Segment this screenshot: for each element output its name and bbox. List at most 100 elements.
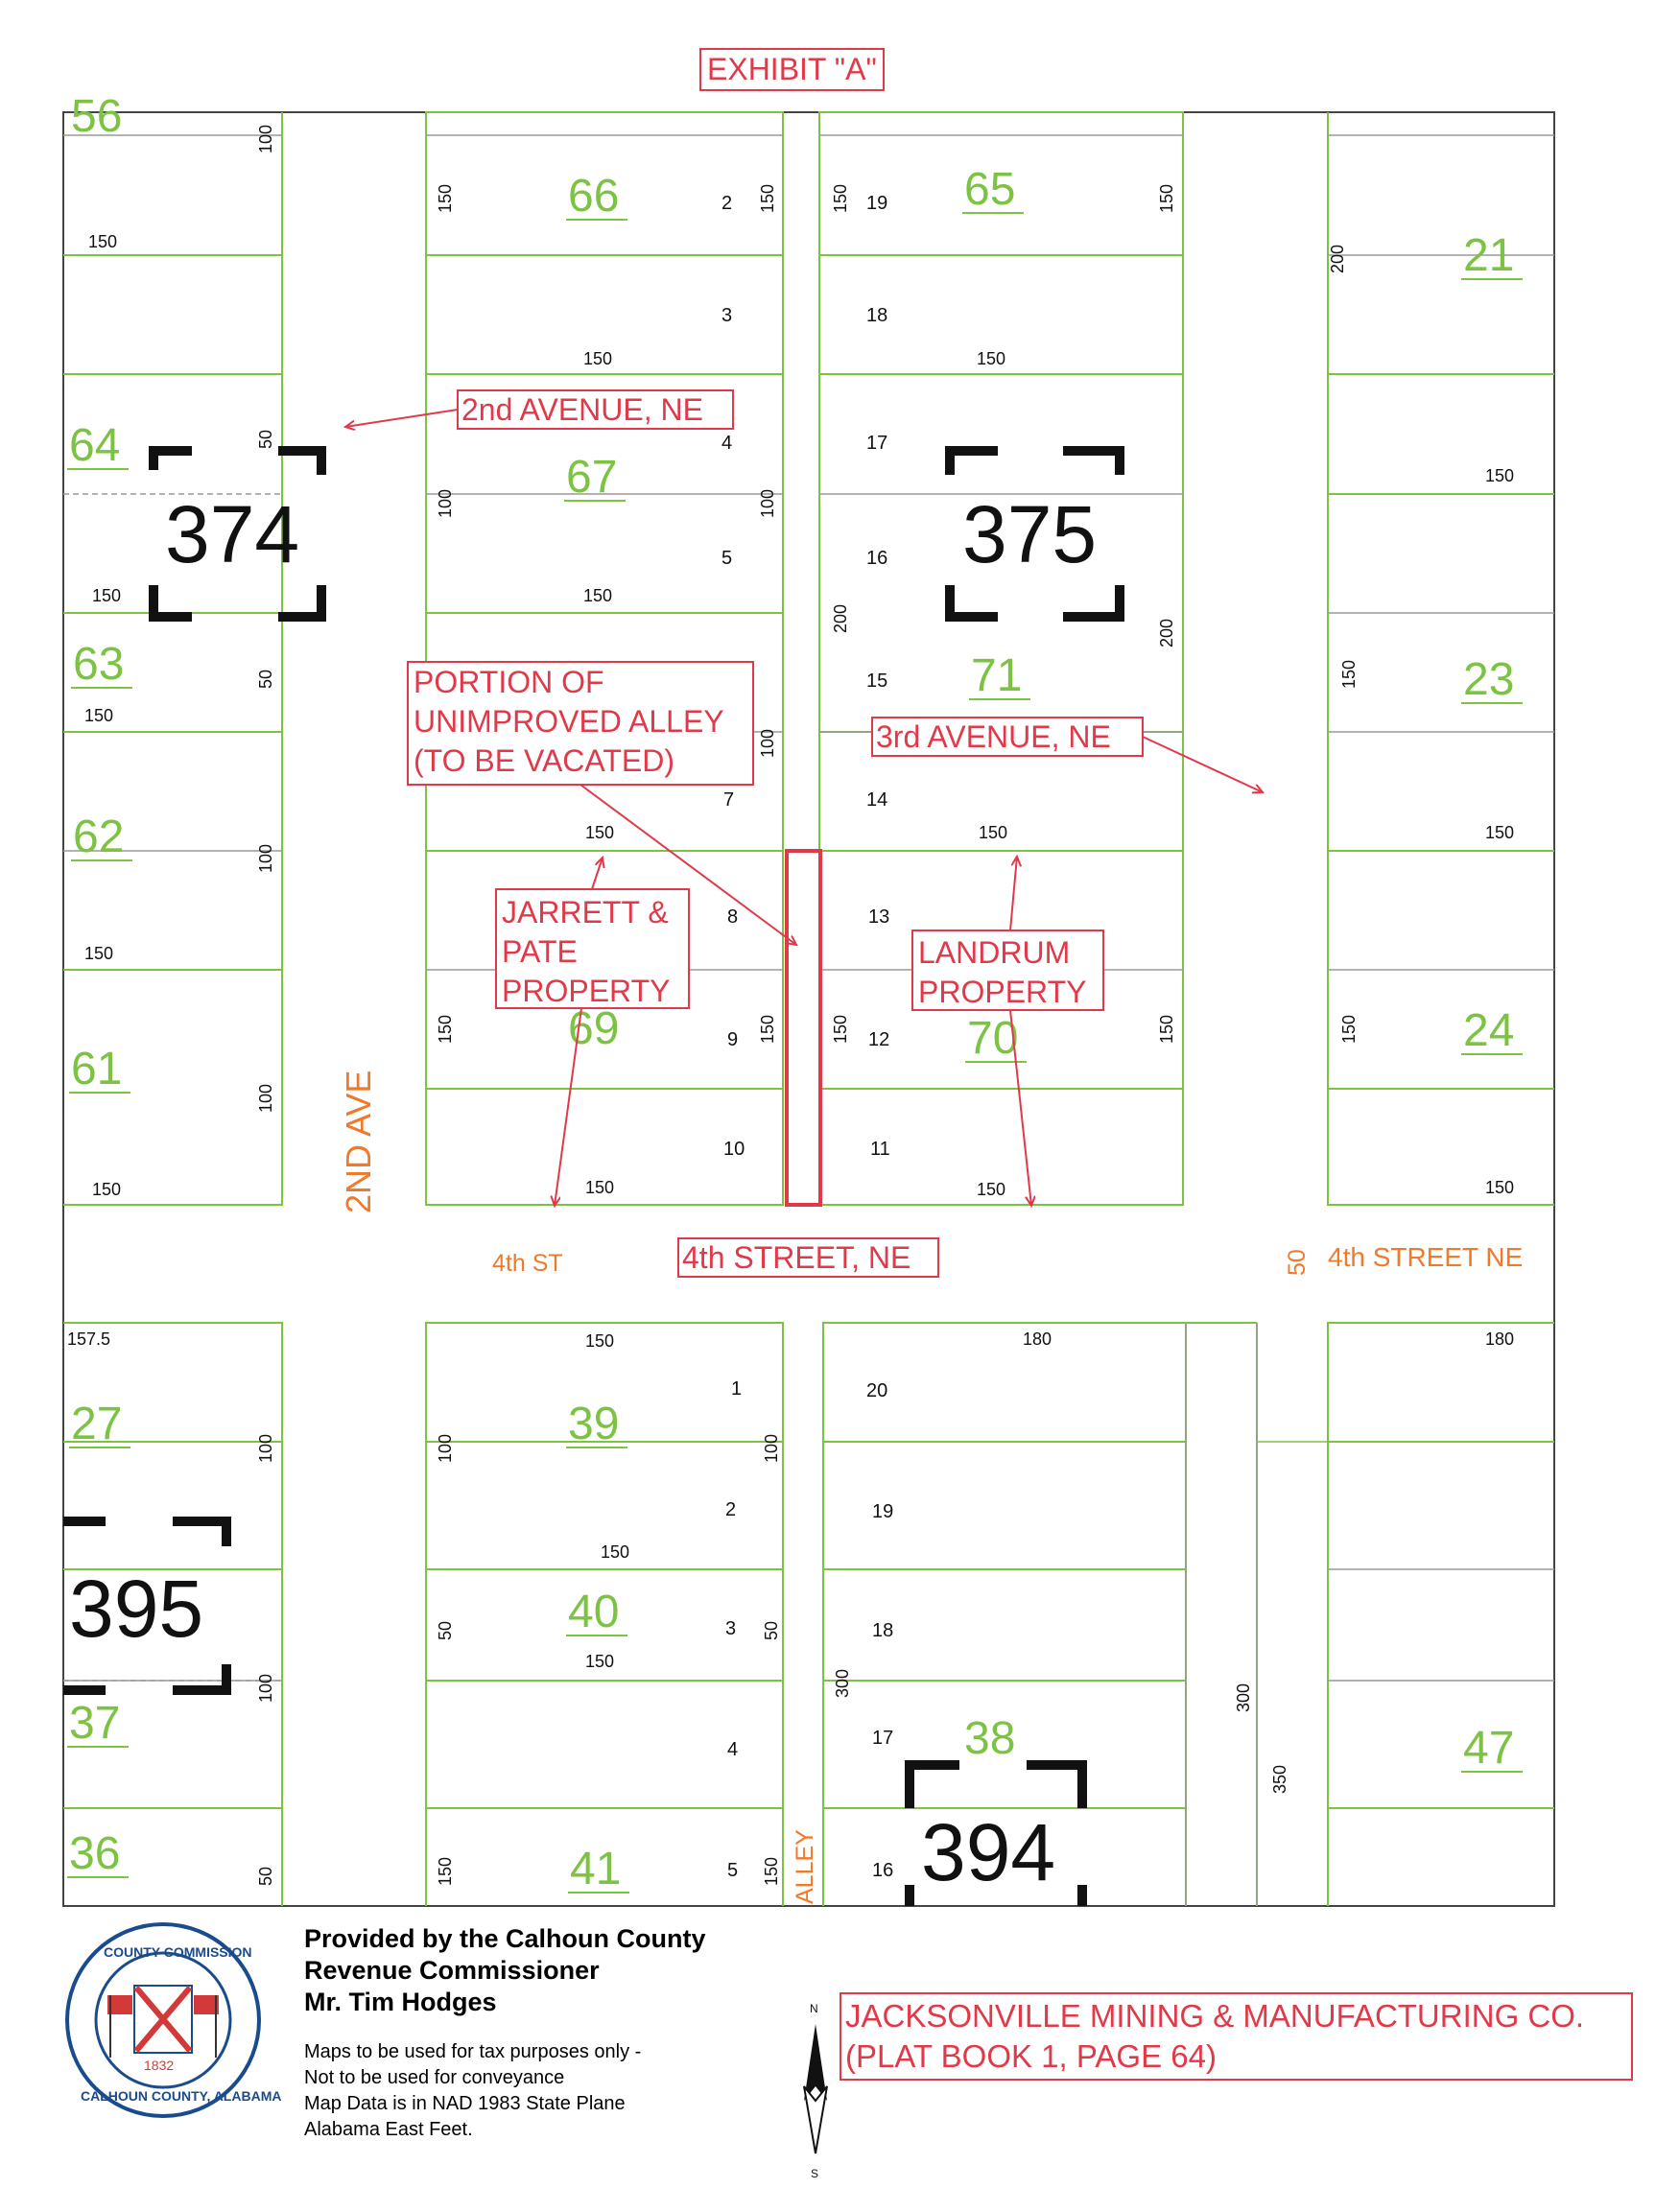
sublot: 2 <box>725 1499 736 1520</box>
block-395: 395 <box>69 1564 203 1654</box>
dim: 150 <box>436 184 455 213</box>
label-alley-line2: UNIMPROVED ALLEY <box>414 704 724 739</box>
vertical-dimensions: 100 150 150 150 150 200 50 100 100 200 2… <box>256 125 1359 1886</box>
lot-70: 70 <box>967 1013 1018 1064</box>
block-numbers: 374 375 395 394 <box>69 489 1097 1897</box>
dim: 100 <box>436 1434 455 1463</box>
lot-21: 21 <box>1463 230 1514 281</box>
seal-year: 1832 <box>144 2058 174 2073</box>
provider-credit: Provided by the Calhoun County Revenue C… <box>304 1923 706 2143</box>
street-50: 50 <box>1284 1249 1311 1276</box>
dim: 100 <box>758 489 777 518</box>
dim: 150 <box>977 1180 1005 1199</box>
north-arrow-icon: N S <box>803 2002 828 2180</box>
dim: 100 <box>256 844 275 873</box>
south-letter: S <box>811 2167 818 2180</box>
lot-lines <box>63 134 1554 1906</box>
dim: 50 <box>436 1621 455 1640</box>
sublot: 13 <box>868 906 889 928</box>
dim: 150 <box>601 1542 629 1562</box>
parcel-lines <box>63 111 1554 1906</box>
county-seal: COUNTY COMMISSION CALHOUN COUNTY, ALABAM… <box>65 1922 281 2118</box>
lot-56: 56 <box>71 91 122 142</box>
sublot: 12 <box>868 1029 889 1050</box>
lot-23: 23 <box>1463 654 1514 705</box>
leader-arrows <box>345 409 1263 1206</box>
lot-67: 67 <box>566 452 617 503</box>
sublot: 16 <box>866 548 887 569</box>
block-375: 375 <box>962 489 1097 579</box>
dim: 150 <box>758 1015 777 1044</box>
dim: 100 <box>256 1084 275 1113</box>
lot-39: 39 <box>568 1399 619 1449</box>
dim: 150 <box>585 1652 614 1671</box>
dim: 150 <box>583 349 612 368</box>
lot-61: 61 <box>71 1044 122 1094</box>
disclaimer-line4: Alabama East Feet. <box>304 2119 473 2140</box>
dim: 300 <box>1234 1683 1253 1712</box>
sublot: 1 <box>731 1378 742 1400</box>
lot-65: 65 <box>964 164 1015 215</box>
lot-36: 36 <box>69 1828 120 1879</box>
sublot: 4 <box>721 433 732 454</box>
label-landrum-line1: LANDRUM <box>918 935 1070 970</box>
lot-underlines <box>67 212 1523 1894</box>
sublot: 2 <box>721 193 732 214</box>
dim: 150 <box>1485 1178 1514 1197</box>
dim: 50 <box>762 1621 781 1640</box>
credit-line1: Provided by the Calhoun County <box>304 1924 706 1953</box>
dim: 50 <box>256 670 275 689</box>
annotations: 2nd AVENUE, NE PORTION OF UNIMPROVED ALL… <box>407 389 1144 1278</box>
map-frame <box>62 111 1555 1907</box>
disclaimer-line1: Maps to be used for tax purposes only - <box>304 2041 642 2062</box>
lot-41: 41 <box>570 1844 621 1894</box>
sublot: 19 <box>866 193 887 214</box>
plat-reference: JACKSONVILLE MINING & MANUFACTURING CO. … <box>840 1992 1633 2081</box>
credit-line3: Mr. Tim Hodges <box>304 1988 497 2016</box>
sublot: 17 <box>866 433 887 454</box>
dim: 200 <box>1328 245 1347 273</box>
dim: 180 <box>1485 1330 1514 1349</box>
sublot: 10 <box>723 1139 745 1160</box>
sublot: 5 <box>721 548 732 569</box>
lot-62: 62 <box>73 812 124 862</box>
label-4th-street-ne: 4th STREET, NE <box>682 1240 910 1275</box>
vacated-alley-portion <box>785 849 822 1207</box>
label-alley-line1: PORTION OF <box>414 665 604 699</box>
street-alley: ALLEY <box>792 1829 818 1904</box>
label-jarrett-line1: JARRETT & <box>502 895 669 930</box>
dim: 100 <box>256 125 275 153</box>
dim: 100 <box>436 489 455 518</box>
dim: 200 <box>1157 619 1176 647</box>
lot-47: 47 <box>1463 1723 1514 1774</box>
block-394: 394 <box>921 1807 1055 1897</box>
dim: 150 <box>583 586 612 605</box>
lot-64: 64 <box>69 420 120 471</box>
disclaimer: Maps to be used for tax purposes only - … <box>304 2039 706 2143</box>
dim: 50 <box>256 1867 275 1886</box>
dim: 150 <box>979 823 1007 842</box>
lot-63: 63 <box>73 639 124 690</box>
plat-line2: (PLAT BOOK 1, PAGE 64) <box>845 2038 1217 2074</box>
sublot-numbers: 2 3 4 5 7 8 9 10 19 18 17 16 15 14 13 12… <box>721 193 893 1881</box>
lot-66: 66 <box>568 171 619 222</box>
disclaimer-line2: Not to be used for conveyance <box>304 2067 565 2088</box>
dim: 150 <box>758 184 777 213</box>
sublot: 11 <box>870 1139 890 1160</box>
sublot: 14 <box>866 789 887 811</box>
plat-line1: JACKSONVILLE MINING & MANUFACTURING CO. <box>845 1998 1585 2034</box>
dim: 150 <box>84 706 113 725</box>
disclaimer-line3: Map Data is in NAD 1983 State Plane <box>304 2093 626 2114</box>
lot-38: 38 <box>964 1713 1015 1764</box>
sublot: 3 <box>725 1618 736 1639</box>
label-2nd-avenue-ne: 2nd AVENUE, NE <box>461 392 703 427</box>
dim: 100 <box>758 729 777 758</box>
north-letter: N <box>810 2002 818 2015</box>
sublot: 3 <box>721 305 732 326</box>
dim: 150 <box>88 232 117 251</box>
sublot: 5 <box>727 1860 738 1881</box>
block-374: 374 <box>165 489 299 579</box>
street-4th-street-ne: 4th STREET NE <box>1328 1242 1523 1272</box>
dim: 150 <box>1485 466 1514 485</box>
